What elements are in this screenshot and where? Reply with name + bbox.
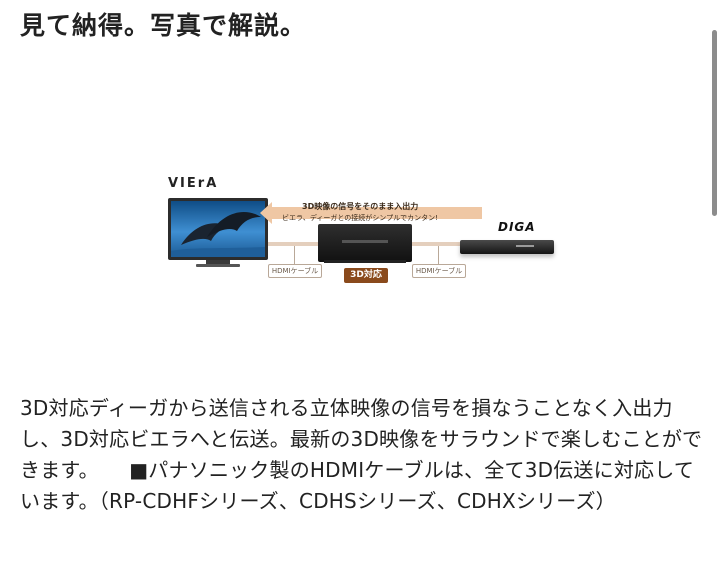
signal-arrow-icon — [260, 202, 482, 224]
recorder-illustration — [460, 240, 554, 254]
amplifier-illustration — [318, 224, 412, 263]
3d-badge: 3D対応 — [344, 268, 388, 283]
hdmi-cable-label-right: HDMIケーブル — [412, 264, 466, 278]
signal-subcaption: ビエラ、ディーガとの接続がシンプルでカンタン! — [282, 214, 438, 222]
diga-logo: DIGA — [498, 220, 536, 234]
signal-caption: 3D映像の信号をそのまま入出力 — [302, 202, 419, 211]
tv-illustration — [168, 198, 268, 267]
scrollbar[interactable] — [712, 30, 717, 216]
hdmi-cable-label-left: HDMIケーブル — [268, 264, 322, 278]
hdmi-cable-right — [412, 242, 462, 246]
viera-logo: VIErA — [168, 176, 219, 191]
page-title: 見て納得。写真で解説。 — [20, 11, 307, 40]
dolphin-icon — [171, 211, 265, 257]
connection-diagram: VIErA 3D映像の信号をそのまま入出力 ビエラ、ディーガとの接続がシンプルで… — [150, 160, 570, 300]
hdmi-cable-left — [268, 242, 318, 246]
description-text: 3D対応ディーガから送信される立体映像の信号を損なうことなく入出力し、3D対応ビ… — [20, 396, 703, 513]
tv-screen — [171, 201, 265, 257]
